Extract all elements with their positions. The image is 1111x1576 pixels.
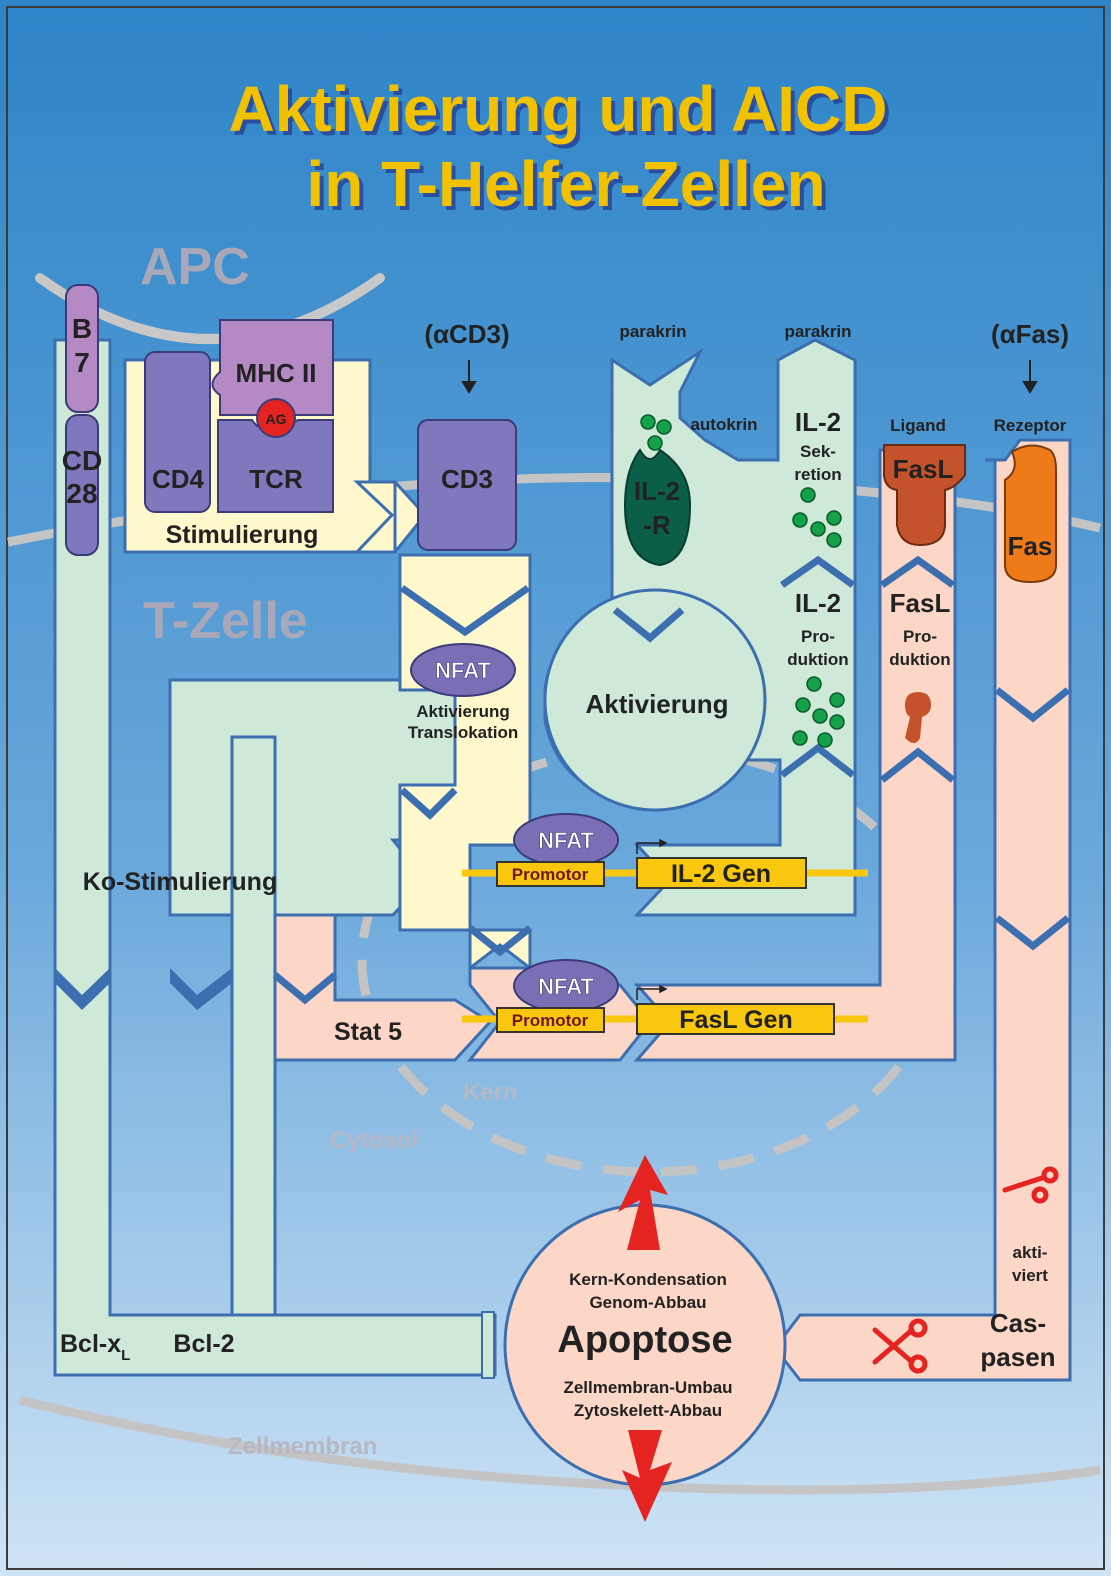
region-t-cell: T-Zelle: [143, 592, 308, 650]
parakrin-right-label: parakrin: [784, 322, 851, 341]
il2-production-title: IL-2: [795, 588, 841, 618]
stimulierung-label: Stimulierung: [166, 521, 319, 549]
page-title-line2: in T-Helfer-Zellen: [306, 148, 825, 220]
il2-gene-label: IL-2 Gen: [671, 860, 771, 888]
fasl-gene-label: FasL Gen: [679, 1006, 792, 1034]
page-title: Aktivierung und AICD: [229, 73, 888, 145]
cd3-label: CD3: [441, 464, 493, 494]
apoptosis-line3: Zellmembran-Umbau: [563, 1378, 732, 1397]
bcl2-label: Bcl-2: [173, 1330, 234, 1358]
title-block: Aktivierung und AICD Aktivierung und AIC…: [229, 73, 892, 224]
il2-secretion-line2: retion: [794, 465, 841, 484]
cd28-label-line1: CD: [62, 445, 102, 476]
cd28-label-line2: 28: [66, 478, 97, 509]
fas-label: Fas: [1008, 531, 1053, 561]
aktiviert-line2: viert: [1012, 1266, 1048, 1285]
rezeptor-label: Rezeptor: [994, 416, 1067, 435]
stat5-label: Stat 5: [334, 1018, 402, 1046]
apoptosis-line1: Kern-Kondensation: [569, 1270, 727, 1289]
b7-label-line2: 7: [74, 347, 90, 378]
b7-label-line1: B: [72, 313, 92, 344]
caspasen-line2: pasen: [980, 1342, 1055, 1372]
caspasen-line1: Cas-: [990, 1308, 1046, 1338]
ko-stimulierung-label: Ko-Stimulierung: [83, 868, 277, 896]
promotor-il2-label: Promotor: [512, 865, 589, 884]
fasl-production-line2: duktion: [889, 650, 950, 669]
nfat-label-cytosol: NFAT: [435, 658, 491, 683]
anti-fas-label: (αFas): [991, 319, 1069, 349]
fasl-production-line1: Pro-: [903, 627, 937, 646]
cd4-label: CD4: [152, 464, 205, 494]
fasl-label: FasL: [893, 454, 954, 484]
il2r-label-line1: IL-2: [634, 476, 680, 506]
il2r-label-line2: -R: [643, 510, 671, 540]
nfat-label-fasl: NFAT: [538, 974, 594, 999]
promotor-fasl-label: Promotor: [512, 1011, 589, 1030]
region-cytosol: Cytosol: [330, 1127, 418, 1154]
il2-production-line1: Pro-: [801, 627, 835, 646]
region-cell-membrane: Zellmembran: [228, 1433, 377, 1460]
region-nucleus: Kern: [463, 1079, 518, 1106]
il2-production-line2: duktion: [787, 650, 848, 669]
il2-secretion-title: IL-2: [795, 407, 841, 437]
bcl-xl-subscript: L: [121, 1347, 130, 1364]
apoptosis-label: Apoptose: [557, 1319, 732, 1361]
autokrin-label: autokrin: [690, 415, 757, 434]
il2-secretion-line1: Sek-: [800, 442, 836, 461]
inhibition-bar: [482, 1312, 494, 1378]
aktiviert-line1: akti-: [1013, 1243, 1048, 1262]
region-apc: APC: [140, 238, 250, 296]
parakrin-left-label: parakrin: [619, 322, 686, 341]
apoptosis-line4: Zytoskelett-Abbau: [574, 1401, 722, 1420]
tcr-label: TCR: [249, 464, 303, 494]
nfat-activation-line1: Aktivierung: [416, 702, 510, 721]
fasl-production-title: FasL: [890, 588, 951, 618]
ligand-label: Ligand: [890, 416, 946, 435]
mhc2-label: MHC II: [236, 358, 317, 388]
apoptosis-line2: Genom-Abbau: [589, 1293, 706, 1312]
nfat-label-il2: NFAT: [538, 828, 594, 853]
bcl-xl-main: Bcl-x: [60, 1330, 121, 1358]
aktivierung-label: Aktivierung: [585, 689, 728, 719]
nfat-activation-line2: Translokation: [408, 723, 519, 742]
antigen-label: AG: [266, 411, 287, 427]
anti-cd3-label: (αCD3): [424, 319, 509, 349]
